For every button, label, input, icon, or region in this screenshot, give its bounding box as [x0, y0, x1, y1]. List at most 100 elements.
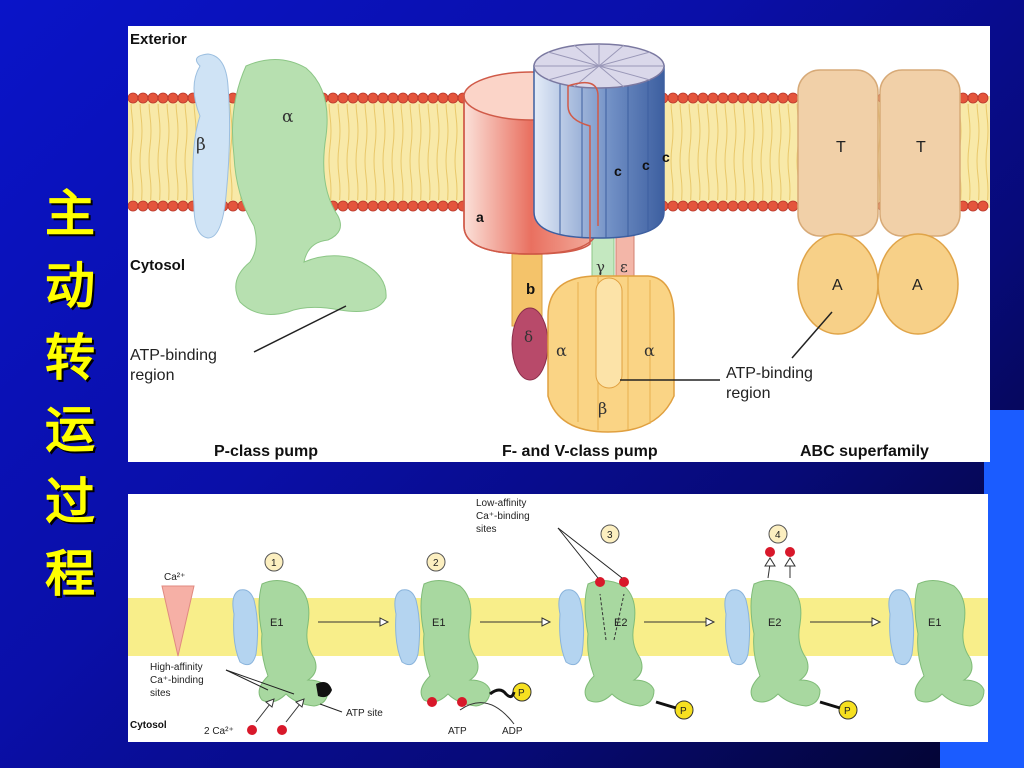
- lipid-head: [347, 92, 359, 104]
- lipid-head: [387, 200, 399, 212]
- lipid-head: [387, 92, 399, 104]
- state-e2-3: E2: [614, 617, 627, 629]
- state-transition-arrows: [318, 617, 882, 627]
- lipid-head: [767, 92, 779, 104]
- lipid-head: [367, 92, 379, 104]
- cytosol-label: Cytosol: [130, 257, 185, 274]
- lipid-head: [707, 92, 719, 104]
- lipid-head: [707, 200, 719, 212]
- lipid-head: [157, 200, 169, 212]
- phosphate-label-2: P: [680, 706, 687, 717]
- alpha-subunit: [420, 580, 491, 707]
- a-domain-2: [877, 233, 959, 335]
- lipid-head: [737, 200, 749, 212]
- beta-subunit: [394, 589, 421, 666]
- lipid-head: [157, 92, 169, 104]
- gamma-label: γ: [596, 258, 605, 276]
- lipid-head: [447, 200, 459, 212]
- atp-binding-right-line1: ATP-binding: [726, 365, 813, 382]
- step-1: 1: [271, 558, 277, 569]
- a-domain-label-1: A: [832, 277, 843, 294]
- alpha-subunit: [232, 58, 387, 315]
- title-char: 主: [45, 184, 95, 243]
- low-affinity-line2: Ca⁺-binding: [476, 511, 530, 522]
- lipid-head: [717, 200, 729, 212]
- lipid-head: [967, 200, 979, 212]
- lipid-head: [337, 200, 349, 212]
- state-e2-4: E2: [768, 617, 781, 629]
- pump-types-figure: Exterior Cytosol β α ATP-binding region …: [128, 26, 990, 462]
- lipid-head: [757, 200, 769, 212]
- atp-binding-left-line1: ATP-binding: [130, 347, 217, 364]
- alpha-subunit: [584, 580, 655, 707]
- lipid-head: [407, 200, 419, 212]
- title-char: 运: [45, 400, 95, 459]
- calcium-ions: [247, 547, 795, 735]
- atp-binding-right-line2: region: [726, 385, 770, 402]
- background-accent-shape: [984, 410, 1024, 768]
- lipid-head: [777, 200, 789, 212]
- beta-label: β: [196, 135, 206, 155]
- ca-gradient-triangle: [161, 585, 195, 657]
- lipid-head: [377, 200, 389, 212]
- lipid-head: [727, 92, 739, 104]
- state-e1-2: E1: [432, 617, 445, 629]
- c-ring-cylinder: [533, 65, 665, 239]
- high-affinity-line3: sites: [150, 688, 171, 699]
- c-label-1: c: [614, 163, 622, 179]
- atp-hydrolysis-arrow: [459, 702, 515, 725]
- ion-movement-arrows: [255, 557, 796, 723]
- lipid-head: [128, 200, 139, 212]
- atp-binding-left-line2: region: [130, 367, 174, 384]
- c-ring-segments: [559, 70, 649, 238]
- lipid-head: [417, 92, 429, 104]
- lipid-head: [677, 200, 689, 212]
- t-label-2: T: [916, 139, 926, 156]
- epsilon-label: ε: [620, 258, 628, 276]
- alpha-subunit: [914, 580, 985, 707]
- alpha-left-label: α: [556, 341, 567, 360]
- lipid-head: [167, 200, 179, 212]
- lipid-head: [977, 200, 989, 212]
- high-affinity-line1: High-affinity: [150, 662, 203, 673]
- lipid-head: [747, 92, 759, 104]
- phosphate-label-3: P: [844, 706, 851, 717]
- pointer-line: [791, 311, 833, 359]
- lipid-head: [767, 200, 779, 212]
- lipid-head: [787, 200, 799, 212]
- calcium-pump-cycle-diagram: Ca²⁺ 1 2 3 4 E1 E1 E2 E2 E1: [128, 498, 988, 737]
- lipid-head: [437, 200, 449, 212]
- lipid-head: [747, 200, 759, 212]
- atp-site: [316, 682, 332, 698]
- lipid-head: [347, 200, 359, 212]
- phosphate-label-1: P: [518, 688, 525, 699]
- two-calcium-label: 2 Ca²⁺: [204, 726, 234, 737]
- lipid-head: [697, 92, 709, 104]
- adp-label: ADP: [502, 726, 523, 737]
- c-ring-spokes: [534, 44, 664, 88]
- lipid-head: [787, 92, 799, 104]
- lipid-head: [697, 200, 709, 212]
- alpha-subunit: [258, 580, 329, 707]
- callout-lines: [225, 527, 623, 713]
- lipid-head: [717, 92, 729, 104]
- lipid-head: [447, 92, 459, 104]
- lipid-head: [367, 200, 379, 212]
- lipid-head: [417, 200, 429, 212]
- atp-site-label: ATP site: [346, 708, 383, 719]
- lipid-head: [667, 200, 679, 212]
- step-2: 2: [433, 558, 439, 569]
- lipid-head: [147, 92, 159, 104]
- pointer-line: [253, 305, 347, 353]
- step-markers: [264, 524, 788, 572]
- lipid-head: [437, 92, 449, 104]
- alpha-subunit: [750, 580, 821, 707]
- beta-f-label: β: [598, 399, 607, 418]
- pump-states: [232, 580, 985, 707]
- a-label: a: [476, 209, 484, 225]
- title-char: 动: [45, 256, 95, 315]
- abc-caption: ABC superfamily: [800, 443, 929, 460]
- cytosol-label: Cytosol: [130, 720, 167, 731]
- beta-subunit: [558, 589, 585, 666]
- lipid-head: [687, 92, 699, 104]
